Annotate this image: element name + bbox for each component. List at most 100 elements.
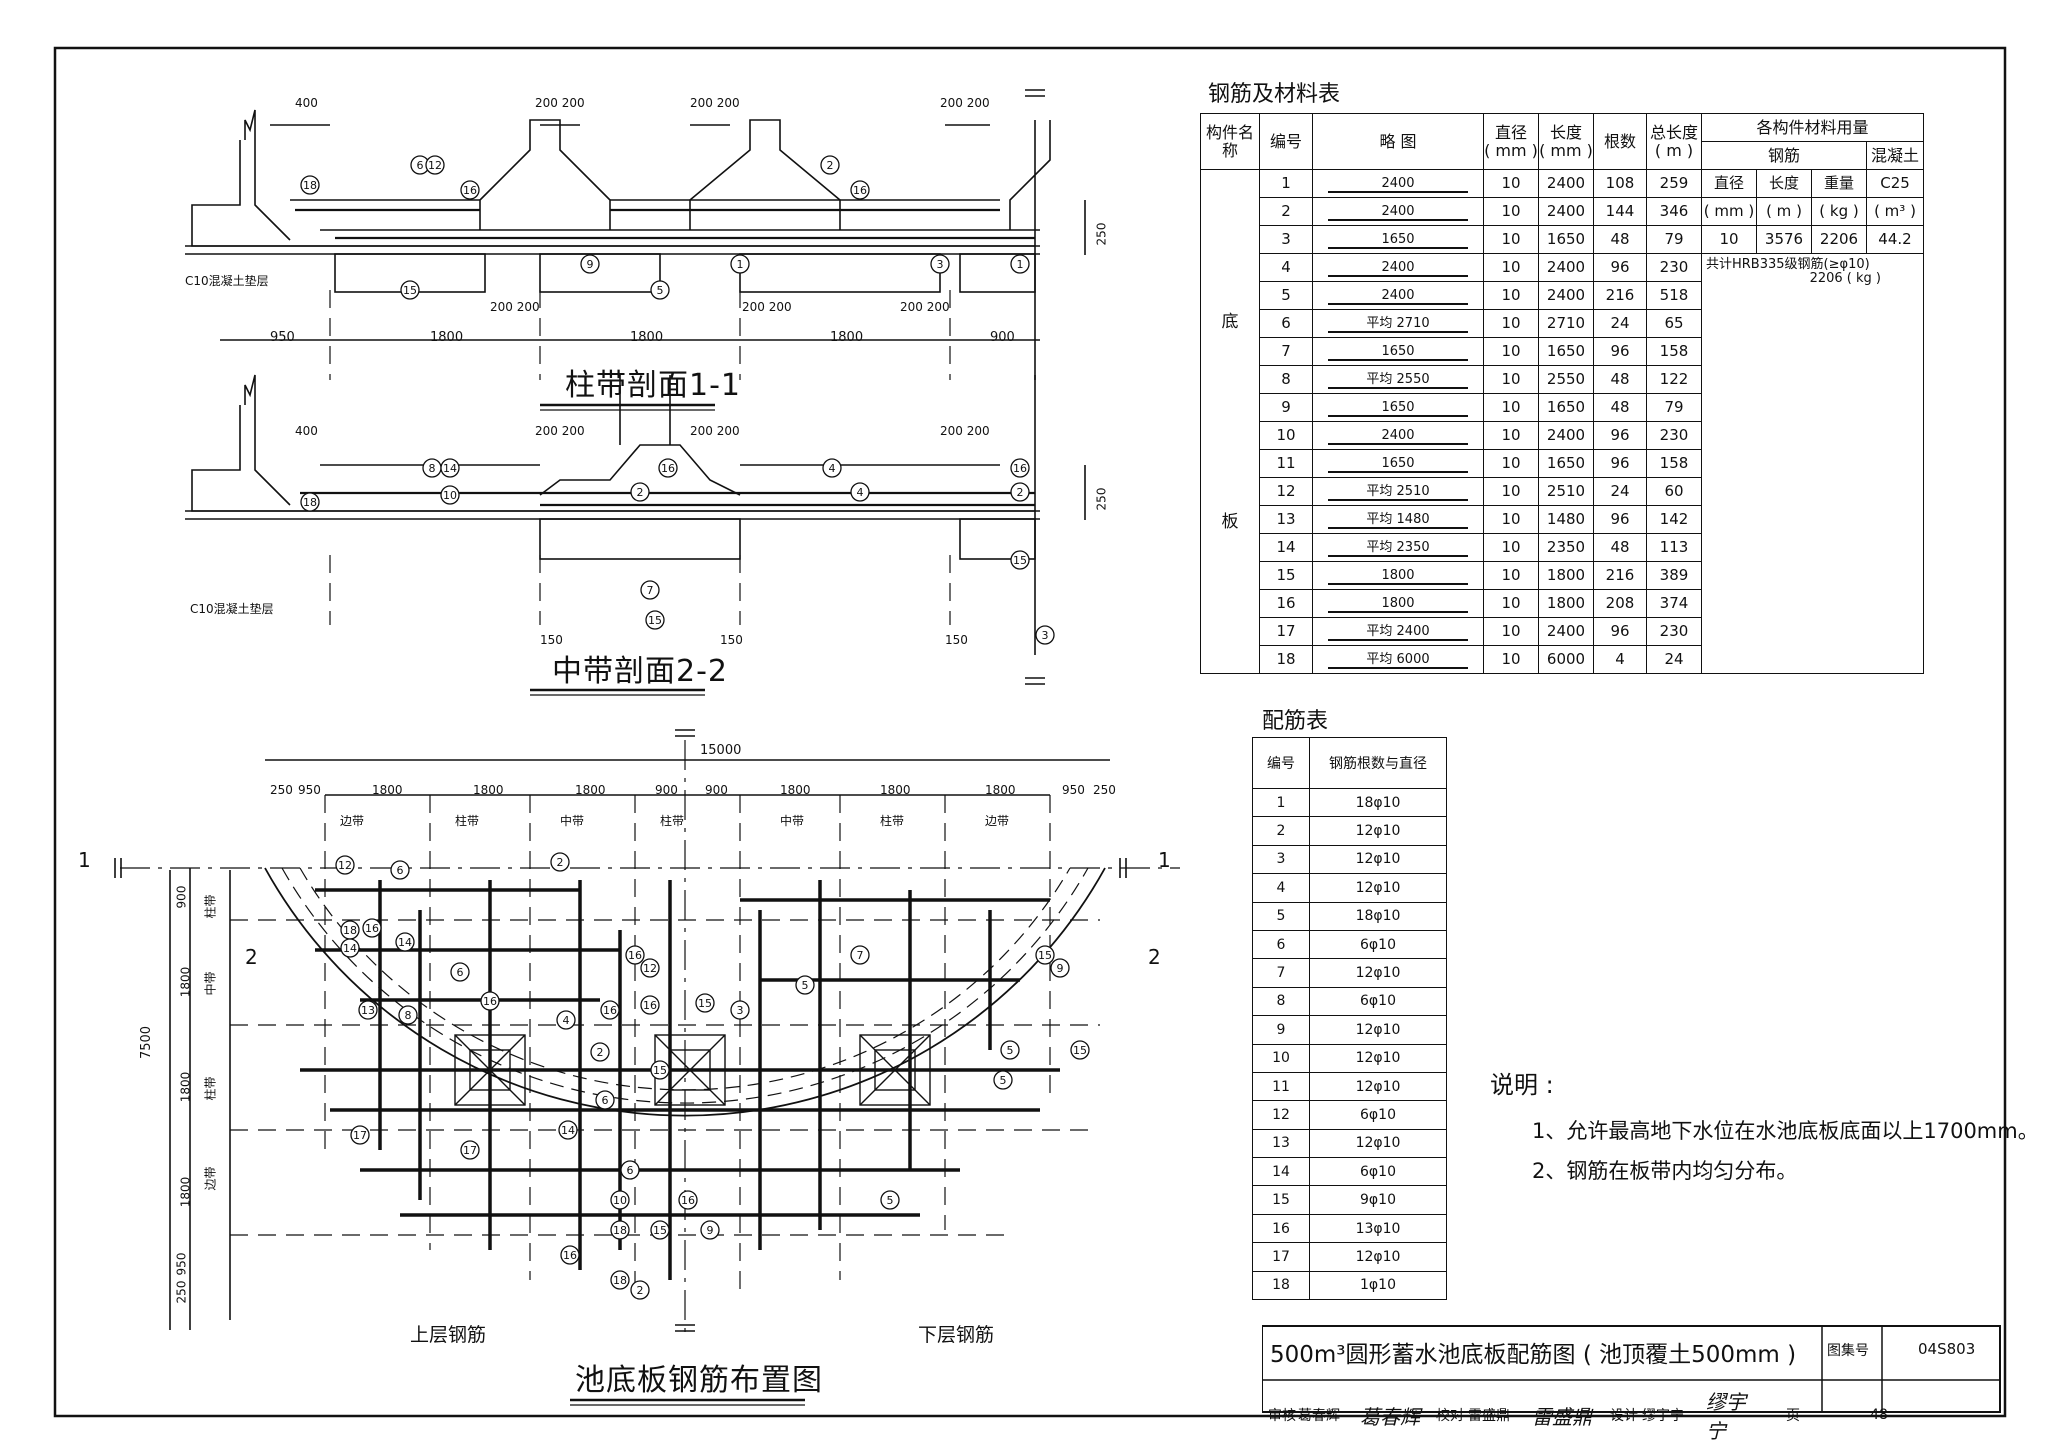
cell-total: 259 bbox=[1646, 169, 1702, 198]
cell-count: 48 bbox=[1593, 393, 1647, 422]
col-count: 根数 bbox=[1593, 113, 1647, 170]
section-2-2-title: 中带剖面2-2 bbox=[552, 654, 728, 689]
rebar-callout-bubble bbox=[610, 1190, 630, 1210]
reviewer-name: 葛春辉 bbox=[1298, 1408, 1340, 1424]
cell-len: 1480 bbox=[1538, 505, 1594, 534]
cell-sketch: 1650 bbox=[1312, 393, 1484, 422]
summary-conc: 44.2 bbox=[1866, 225, 1924, 254]
cushion-label-2: C10混凝土垫层 bbox=[190, 602, 274, 616]
cell-sketch: 平均 2400 bbox=[1312, 617, 1484, 646]
rebar-callout-number: 15 bbox=[403, 284, 417, 297]
rebar-callout-bubble bbox=[1010, 482, 1030, 502]
plan-left-band: 柱带 bbox=[203, 894, 218, 919]
title-block-frame bbox=[1262, 1325, 2001, 1413]
plan-top-dim: 1800 bbox=[473, 783, 504, 797]
rebar-cell-no: 1 bbox=[1252, 787, 1310, 818]
rebar-callout-bubble bbox=[850, 482, 870, 502]
sub-len-unit: ( m ) bbox=[1756, 197, 1812, 226]
rebar-callout-bubble bbox=[595, 1090, 615, 1110]
rebar-callout-bubble bbox=[440, 485, 460, 505]
cell-dia: 10 bbox=[1483, 421, 1539, 450]
cell-count: 216 bbox=[1593, 281, 1647, 310]
rebar-callout-bubble bbox=[640, 995, 660, 1015]
rebar-callout-number: 14 bbox=[343, 942, 357, 955]
rebar-cell-spec: 12φ10 bbox=[1309, 1242, 1447, 1272]
cell-dia: 10 bbox=[1483, 561, 1539, 590]
section-mark-2-left: 2 bbox=[245, 945, 258, 969]
plan-left-dim: 900 bbox=[174, 885, 189, 909]
rebar-callout-number: 9 bbox=[707, 1224, 714, 1237]
rebar-callout-bubble bbox=[658, 458, 678, 478]
cell-total: 230 bbox=[1646, 253, 1702, 282]
cell-sketch: 1800 bbox=[1312, 561, 1484, 590]
rebar-callout-number: 12 bbox=[643, 962, 657, 975]
rebar-callout-bubble bbox=[650, 280, 670, 300]
rebar-callout-number: 4 bbox=[857, 486, 864, 499]
cell-dia: 10 bbox=[1483, 281, 1539, 310]
rebar-cell-no: 18 bbox=[1252, 1270, 1310, 1301]
cell-len: 2400 bbox=[1538, 281, 1594, 310]
rebar-callout-bubble bbox=[600, 1000, 620, 1020]
rebar-cell-spec: 18φ10 bbox=[1309, 901, 1447, 931]
page-label: 页 bbox=[1786, 1408, 1800, 1424]
rebar-callout-number: 6 bbox=[457, 966, 464, 979]
cell-no: 13 bbox=[1259, 505, 1313, 534]
rebar-callout-bubble bbox=[630, 1280, 650, 1300]
bar-sketch: 1650 bbox=[1328, 401, 1468, 417]
cell-len: 6000 bbox=[1538, 645, 1594, 674]
total-weight: 2206 ( kg ) bbox=[1809, 271, 1881, 287]
rebar-callout-number: 5 bbox=[887, 1194, 894, 1207]
rebar-callout-bubble bbox=[620, 1160, 640, 1180]
rebar-callout-number: 2 bbox=[827, 159, 834, 172]
rebar-callout-bubble bbox=[580, 254, 600, 274]
rebar-callout-number: 18 bbox=[613, 1224, 627, 1237]
notes: 说明 : 1、允许最高地下水位在水池底板底面以上1700mm。 2、钢筋在板带内… bbox=[1490, 1065, 2039, 1191]
summary-weight: 2206 bbox=[1811, 225, 1867, 254]
cell-count: 96 bbox=[1593, 421, 1647, 450]
section-mark-1-left: 1 bbox=[78, 848, 91, 872]
cell-total: 518 bbox=[1646, 281, 1702, 310]
section1-bottom-dim: 950 bbox=[270, 330, 295, 345]
plan-left-total-dim: 7500 bbox=[139, 1025, 155, 1060]
rebar-callout-number: 14 bbox=[398, 936, 412, 949]
col-total-unit: ( m ) bbox=[1654, 140, 1694, 160]
rebar-callout-bubble bbox=[1035, 625, 1055, 645]
cell-no: 9 bbox=[1259, 393, 1313, 422]
checker-name: 雷盛鼎 bbox=[1468, 1408, 1510, 1424]
rebar-callout-number: 16 bbox=[853, 184, 867, 197]
rebar-callout-bubble bbox=[930, 254, 950, 274]
col-len-unit: ( mm ) bbox=[1539, 140, 1593, 160]
rebar-callout-bubble bbox=[560, 1245, 580, 1265]
rebar-cell-no: 14 bbox=[1252, 1157, 1310, 1187]
bar-sketch: 平均 2710 bbox=[1328, 317, 1468, 333]
rebar-callout-number: 16 bbox=[643, 999, 657, 1012]
sub-dia-header: 直径 bbox=[1701, 169, 1757, 198]
rebar-callout-bubble bbox=[390, 860, 410, 880]
rebar-callout-bubble bbox=[640, 958, 660, 978]
materials-table-title: 钢筋及材料表 bbox=[1208, 82, 1341, 107]
cell-len: 2550 bbox=[1538, 365, 1594, 394]
cell-len: 2510 bbox=[1538, 477, 1594, 506]
plan-top-dim: 1800 bbox=[575, 783, 606, 797]
cushion-label-1: C10混凝土垫层 bbox=[185, 274, 269, 288]
plan-top-dim: 900 bbox=[655, 783, 678, 797]
plan-geometry bbox=[120, 740, 1180, 1340]
rebar-callout-number: 3 bbox=[737, 1004, 744, 1017]
plan-left-band: 柱带 bbox=[203, 1076, 218, 1101]
rebar-callout-bubble bbox=[400, 280, 420, 300]
cell-len: 1800 bbox=[1538, 561, 1594, 590]
cell-no: 17 bbox=[1259, 617, 1313, 646]
check-label: 校对 bbox=[1436, 1408, 1464, 1424]
section2-bottom-dim: 150 bbox=[945, 633, 968, 647]
